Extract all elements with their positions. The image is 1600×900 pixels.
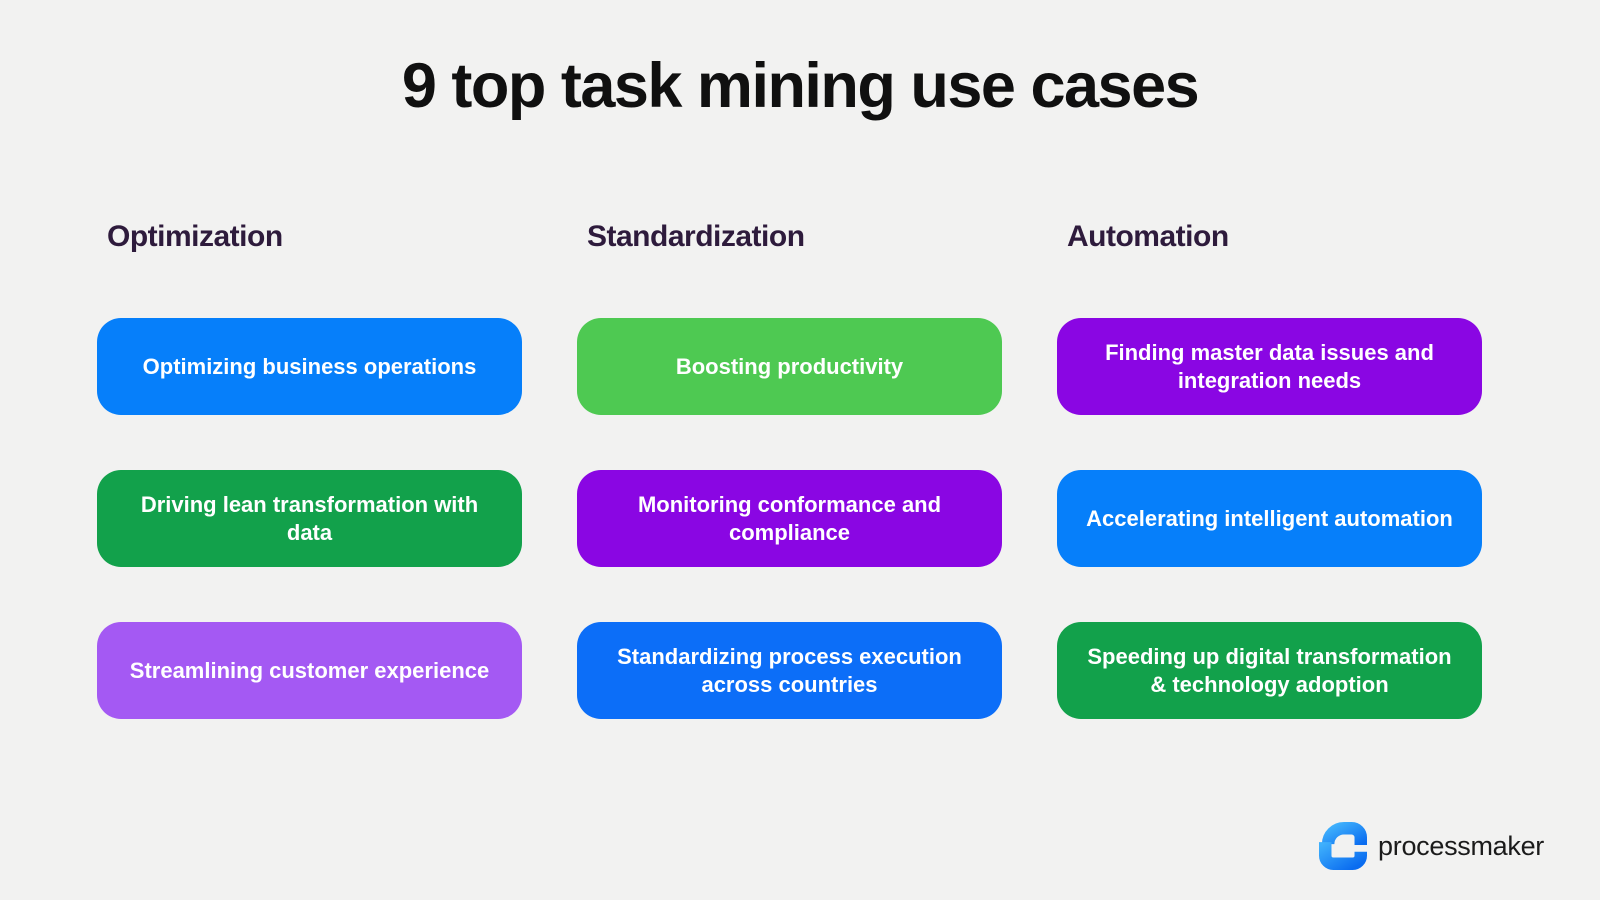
column-optimization: Optimization Optimizing business operati… <box>97 218 522 719</box>
processmaker-icon <box>1319 822 1368 870</box>
column-automation: Automation Finding master data issues an… <box>1057 218 1482 719</box>
processmaker-wordmark: processmaker <box>1378 830 1544 861</box>
use-case-card: Standardizing process execution across c… <box>577 622 1002 719</box>
processmaker-logo: processmaker <box>1318 822 1544 870</box>
use-case-card: Driving lean transformation with data <box>97 470 522 567</box>
column-header-optimization: Optimization <box>107 220 283 253</box>
column-header-standardization: Standardization <box>587 220 805 253</box>
use-case-card: Boosting productivity <box>577 318 1002 415</box>
use-case-card: Finding master data issues and integrati… <box>1057 318 1482 415</box>
use-case-card: Monitoring conformance and compliance <box>577 470 1002 567</box>
use-case-card: Speeding up digital transformation & tec… <box>1057 622 1482 719</box>
column-header-automation: Automation <box>1067 220 1229 253</box>
use-case-grid: Optimization Optimizing business operati… <box>97 218 1482 719</box>
use-case-card: Optimizing business operations <box>97 318 522 415</box>
column-standardization: Standardization Boosting productivity Mo… <box>577 218 1002 719</box>
page-title: 9 top task mining use cases <box>401 51 1200 121</box>
use-case-card: Accelerating intelligent automation <box>1057 470 1482 567</box>
use-case-card: Streamlining customer experience <box>97 622 522 719</box>
